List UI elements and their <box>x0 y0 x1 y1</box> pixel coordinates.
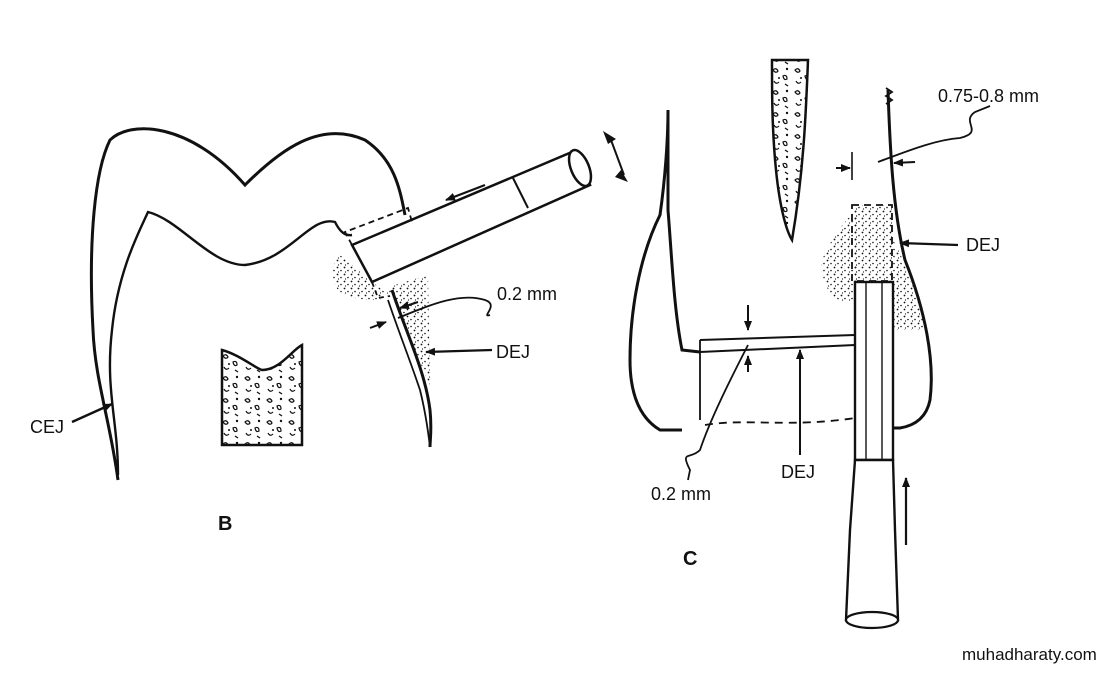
dentin-line-b <box>108 210 431 476</box>
direction-arrow-b <box>445 183 486 202</box>
dej-arrow-c-top <box>899 239 959 248</box>
floor-lines-c <box>699 334 856 426</box>
stippled-region-b <box>332 255 430 385</box>
label-dej-c-top: DEJ <box>966 235 1000 255</box>
label-thickness-c: 0.2 mm <box>651 484 711 504</box>
panel-letter-c: C <box>683 548 697 570</box>
thickness-marker-b <box>369 296 492 329</box>
label-cej: CEJ <box>30 417 64 437</box>
bur-c <box>844 280 900 630</box>
cej-arrow-b <box>71 402 113 424</box>
stippled-region-c <box>821 204 925 330</box>
wall-dimension-c <box>836 105 991 180</box>
bur-b <box>343 148 593 300</box>
label-dej-c-bottom: DEJ <box>781 462 815 482</box>
tooth-outline-c <box>628 89 933 432</box>
wall-tick-c <box>884 87 894 105</box>
dej-arrow-b <box>425 347 493 356</box>
label-thickness-b: 0.2 mm <box>497 284 557 304</box>
bone-spike-c <box>770 58 810 244</box>
label-dej-b: DEJ <box>496 342 530 362</box>
label-wall-thickness: 0.75-0.8 mm <box>938 86 1039 106</box>
tooth-outline-b <box>89 127 433 481</box>
thickness-marker-c <box>685 305 752 481</box>
double-arrow-b <box>603 131 628 182</box>
watermark: muhadharaty.com <box>962 645 1097 664</box>
panel-letter-b: B <box>218 513 232 535</box>
pulp-chamber-b <box>220 342 304 447</box>
